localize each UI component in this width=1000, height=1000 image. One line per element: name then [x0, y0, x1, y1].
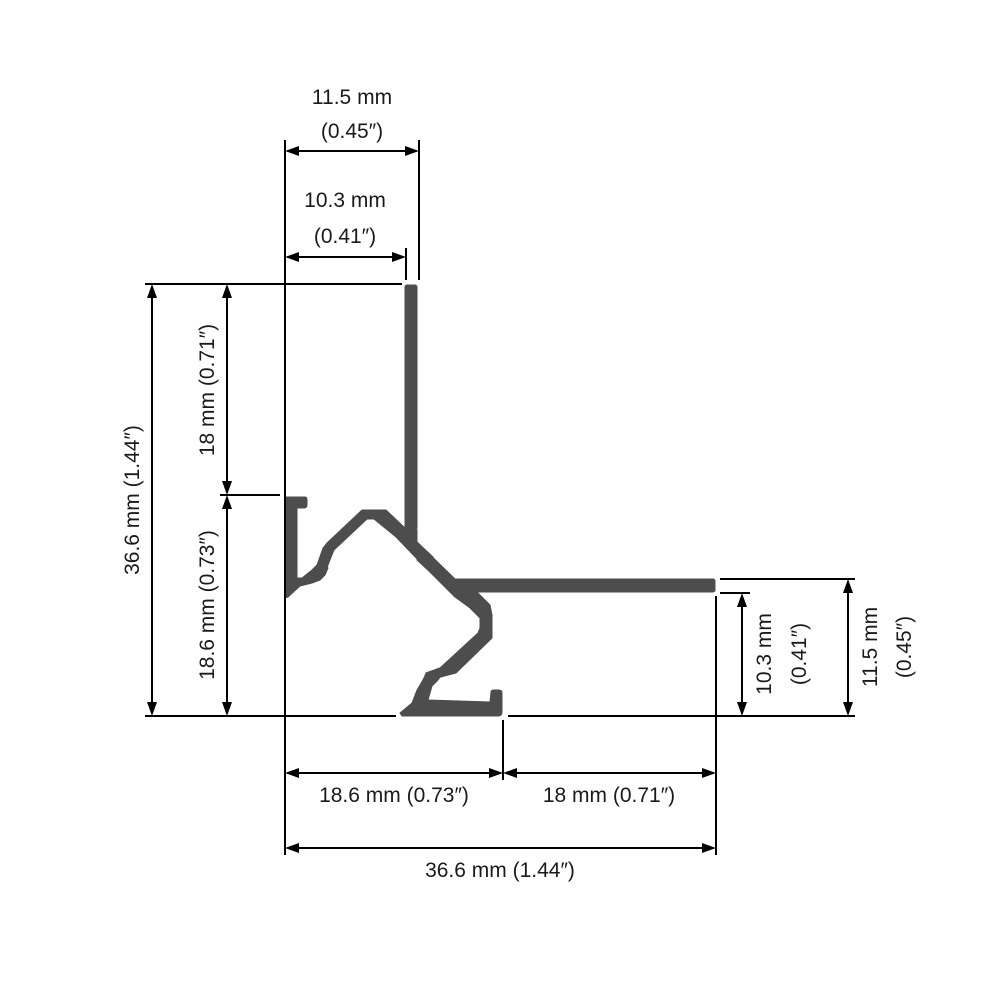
label-right-outer-inch: (0.45″) — [893, 616, 916, 678]
left-clip — [284, 496, 329, 599]
label-top-inner-inch: (0.41″) — [314, 225, 376, 248]
label-top-outer-inch: (0.45″) — [321, 120, 383, 143]
label-bottom-total: 36.6 mm (1.44″) — [425, 859, 575, 882]
label-top-inner-mm: 10.3 mm — [304, 189, 386, 212]
label-bottom-left: 18.6 mm (0.73″) — [319, 784, 469, 807]
label-left-lower: 18.6 mm (0.73″) — [196, 530, 219, 680]
profile-shape — [284, 284, 716, 717]
bottom-clip — [399, 667, 503, 717]
label-right-inner-inch: (0.41″) — [788, 623, 811, 685]
label-right-inner-mm: 10.3 mm — [753, 613, 776, 695]
horizontal-fin — [454, 578, 716, 593]
label-top-outer-mm: 11.5 mm — [312, 86, 392, 109]
extension-lines — [145, 140, 855, 855]
corner-block — [416, 541, 493, 684]
dimension-lines — [147, 146, 853, 853]
label-right-outer-mm: 11.5 mm — [859, 607, 882, 687]
dimension-labels: 11.5 mm (0.45″) 10.3 mm (0.41″) 36.6 mm … — [121, 86, 916, 882]
label-left-total: 36.6 mm (1.44″) — [121, 425, 144, 575]
label-left-upper: 18 mm (0.71″) — [196, 324, 219, 456]
vertical-fin — [404, 284, 418, 531]
label-bottom-right: 18 mm (0.71″) — [543, 784, 675, 807]
